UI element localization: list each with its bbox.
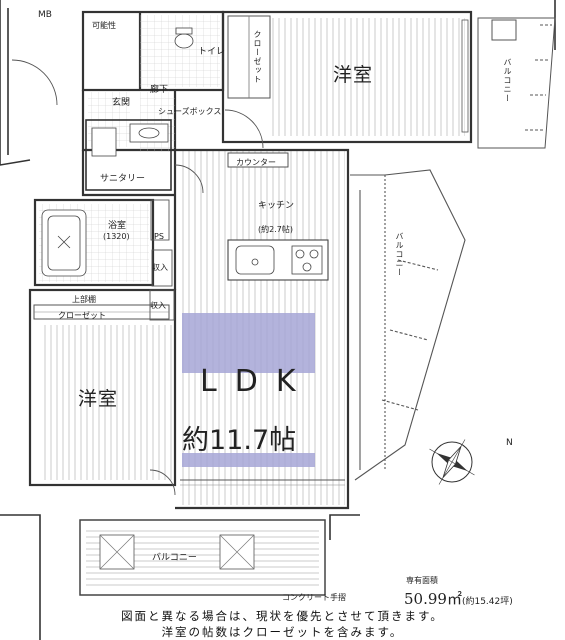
storage-box [151, 249, 173, 287]
corridor-floor [140, 92, 175, 152]
balcony-bottom [79, 519, 326, 596]
toilet-icon [174, 27, 194, 49]
balcony-top-right-label: バルコニー [503, 58, 512, 103]
western-room-left [28, 288, 177, 487]
ldk-highlight-upper [182, 313, 315, 373]
kitchen-island [227, 239, 329, 281]
ldk-size-label: 約11.7帖 [182, 425, 297, 456]
area-tsubo: (約15.42坪) [461, 597, 513, 607]
bath-label: 浴室 [108, 221, 127, 231]
shoes-box-label: シューズボックス [158, 107, 222, 116]
kitchen-label: キッチン [258, 201, 295, 211]
ldk-highlight-lower [182, 453, 315, 467]
counter-label: カウンター [236, 158, 276, 167]
door-swings [11, 59, 264, 496]
western-room-left-label: 洋室 [78, 388, 119, 410]
closet-left-label: クローゼット [58, 311, 106, 320]
sink-icon [235, 245, 275, 275]
note-line-2: 洋室の帖数はクローゼットを含みます。 [161, 625, 404, 639]
concrete-rail-label: コンクリート手摺 [282, 593, 346, 602]
ps-label: PS [154, 232, 164, 241]
upper-shelf-label: 上部棚 [72, 295, 96, 304]
kitchen-size-label: (約2.7帖) [258, 225, 293, 234]
bath-size-label: (1320) [103, 232, 130, 241]
toilet-room [140, 15, 220, 87]
sanitary-label: サニタリー [100, 174, 146, 184]
note-line-1: 図面と異なる場合は、現状を優先とさせて頂きます。 [121, 609, 444, 623]
balcony-right [350, 169, 466, 481]
compass-icon [429, 439, 475, 485]
corridor-label: 廊下 [150, 85, 169, 95]
storage-in2-label: 収入 [150, 301, 166, 310]
balcony-top-right [477, 17, 556, 149]
area-value: 50.99㎡(約15.42坪) [404, 590, 513, 608]
storage-in1-label: 収入 [152, 263, 168, 272]
counter-bar [227, 152, 289, 168]
western-room-top [221, 10, 473, 144]
toilet-label: トイレ [198, 47, 226, 57]
western-room-top-label: 洋室 [333, 64, 374, 86]
north-label: N [506, 438, 513, 448]
bathroom [33, 198, 155, 287]
entrance-label: 玄関 [112, 98, 131, 108]
washbasin-icon [129, 123, 169, 143]
stove-icon [291, 245, 323, 275]
balcony-bottom-label: バルコニー [152, 553, 197, 563]
toilet-window-label: 可能性 [92, 21, 116, 30]
ldk-label: LDK [200, 364, 314, 399]
ps-box [150, 199, 170, 241]
ldk-room [175, 148, 350, 510]
bathtub-icon [41, 209, 87, 277]
mb-label: MB [38, 10, 52, 20]
closet-top-label: クローゼット [253, 30, 262, 84]
sanitary-room [85, 119, 172, 191]
balcony-right-label: バルコニー [395, 232, 404, 277]
area-label: 専有面積 [406, 576, 438, 585]
